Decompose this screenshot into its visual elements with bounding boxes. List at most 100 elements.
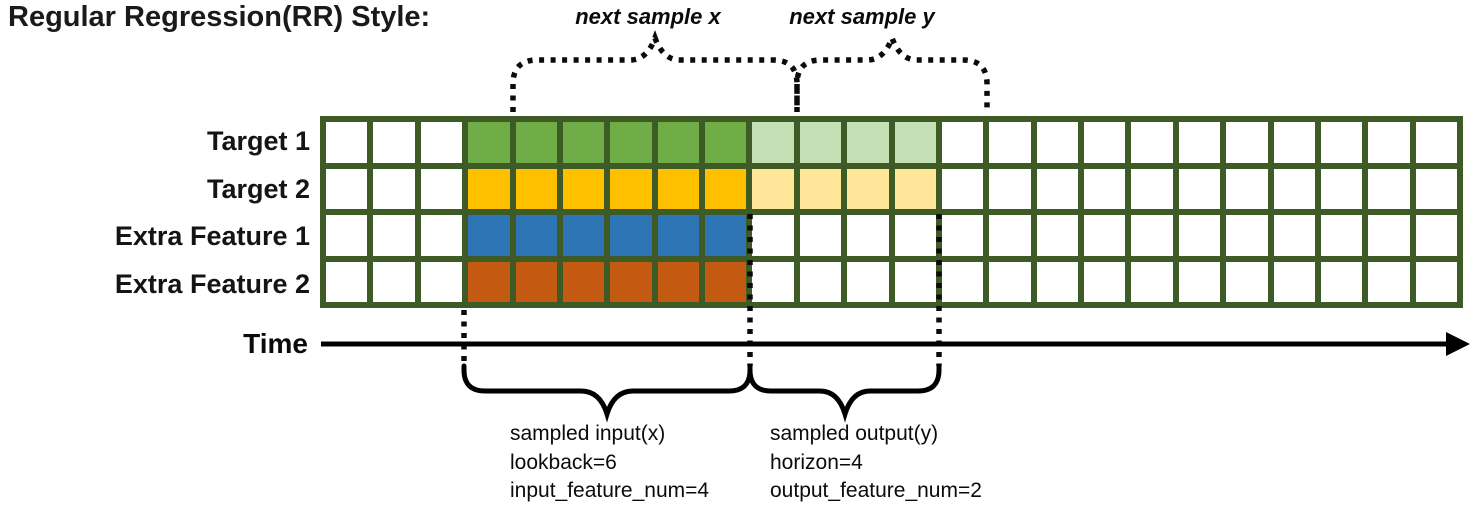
sampled-input-note: sampled input(x) lookback=6 input_featur… (510, 420, 709, 506)
grid-cell (515, 261, 557, 302)
grid-cell (799, 168, 842, 209)
grid-cell (1178, 215, 1221, 256)
grid (320, 116, 1463, 308)
grid-cell (799, 261, 842, 302)
sampled-output-brace (747, 363, 942, 423)
next-sample-y-label: next sample y (789, 4, 935, 29)
next-sample-y-brace (794, 29, 990, 112)
grid-cell (468, 122, 510, 163)
grid-cell (610, 215, 652, 256)
grid-cell (1415, 122, 1457, 163)
row-label: Extra Feature 2 (114, 269, 310, 300)
grid-cell (941, 168, 984, 209)
grid-cell (515, 168, 557, 209)
grid-cell (1084, 168, 1126, 209)
time-arrow-head (1446, 332, 1470, 356)
grid-cell (420, 168, 463, 209)
grid-cell (752, 215, 794, 256)
grid-cell (1131, 122, 1173, 163)
grid-cell (1368, 168, 1410, 209)
grid-cell (1226, 215, 1268, 256)
grid-cell (1368, 261, 1410, 302)
grid-cell (847, 168, 889, 209)
grid-cell (657, 215, 699, 256)
grid-cell (1178, 122, 1221, 163)
grid-cell (515, 122, 557, 163)
grid-cell (752, 168, 794, 209)
grid-cell (515, 215, 557, 256)
grid-cell (562, 122, 605, 163)
grid-cell (1178, 168, 1221, 209)
horizon-value: horizon=4 (770, 450, 863, 474)
grid-cell (1036, 215, 1078, 256)
grid-cell (847, 215, 889, 256)
grid-cell (420, 261, 463, 302)
grid-cell (1320, 168, 1363, 209)
grid-cell (1226, 168, 1268, 209)
sampled-output-note: sampled output(y) horizon=4 output_featu… (770, 420, 982, 506)
grid-cell (1226, 261, 1268, 302)
grid-cell (420, 215, 463, 256)
grid-cell (1178, 261, 1221, 302)
grid-cell (989, 261, 1031, 302)
grid-cell (326, 261, 368, 302)
grid-cell (799, 215, 842, 256)
grid-cell (705, 168, 747, 209)
grid-cell (1036, 122, 1078, 163)
next-sample-x-label: next sample x (575, 4, 721, 29)
grid-cell (941, 215, 984, 256)
grid-cell (705, 215, 747, 256)
lookback-value: lookback=6 (510, 450, 617, 474)
row-label: Extra Feature 1 (114, 221, 310, 252)
grid-cell (468, 215, 510, 256)
row-label: Target 1 (206, 126, 310, 156)
grid-cell (657, 261, 699, 302)
grid-cell (1273, 122, 1315, 163)
grid-cell (373, 215, 415, 256)
grid-cell (705, 261, 747, 302)
grid-cell (1084, 261, 1126, 302)
grid-cell (989, 215, 1031, 256)
grid-cell (847, 122, 889, 163)
grid-cell (1415, 168, 1457, 209)
grid-cell (1368, 215, 1410, 256)
grid-cell (1036, 261, 1078, 302)
grid-cell (1320, 122, 1363, 163)
grid-cell (1131, 261, 1173, 302)
grid-cell (1131, 215, 1173, 256)
grid-cell (657, 122, 699, 163)
grid-cell (610, 122, 652, 163)
grid-cell (1084, 122, 1126, 163)
grid-cell (1036, 168, 1078, 209)
grid-cell (752, 122, 794, 163)
grid-cell (468, 168, 510, 209)
grid-cell (373, 261, 415, 302)
grid-cell (326, 122, 368, 163)
grid-cell (1320, 261, 1363, 302)
diagram-title: Regular Regression(RR) Style: (8, 1, 431, 33)
sampled-output-title: sampled output(y) (770, 422, 939, 445)
time-axis-label: Time (243, 328, 308, 359)
sampled-input-title: sampled input(x) (510, 422, 666, 445)
grid-cell (610, 168, 652, 209)
next-sample-x-brace (510, 29, 800, 112)
grid-cell (752, 261, 794, 302)
grid-cell (373, 168, 415, 209)
grid-cell (1415, 261, 1457, 302)
grid-cell (1368, 122, 1410, 163)
grid-cell (894, 122, 936, 163)
grid-cell (894, 168, 936, 209)
grid-cell (326, 215, 368, 256)
grid-cell (1084, 215, 1126, 256)
grid-cell (562, 215, 605, 256)
grid-cell (468, 261, 510, 302)
input-feature-num-value: input_feature_num=4 (510, 479, 710, 502)
grid-cell (1273, 215, 1315, 256)
grid-cell (894, 215, 936, 256)
grid-cell (989, 168, 1031, 209)
row-label: Target 2 (206, 173, 310, 204)
grid-cell (326, 168, 368, 209)
grid-cell (562, 168, 605, 209)
grid-cell (799, 122, 842, 163)
